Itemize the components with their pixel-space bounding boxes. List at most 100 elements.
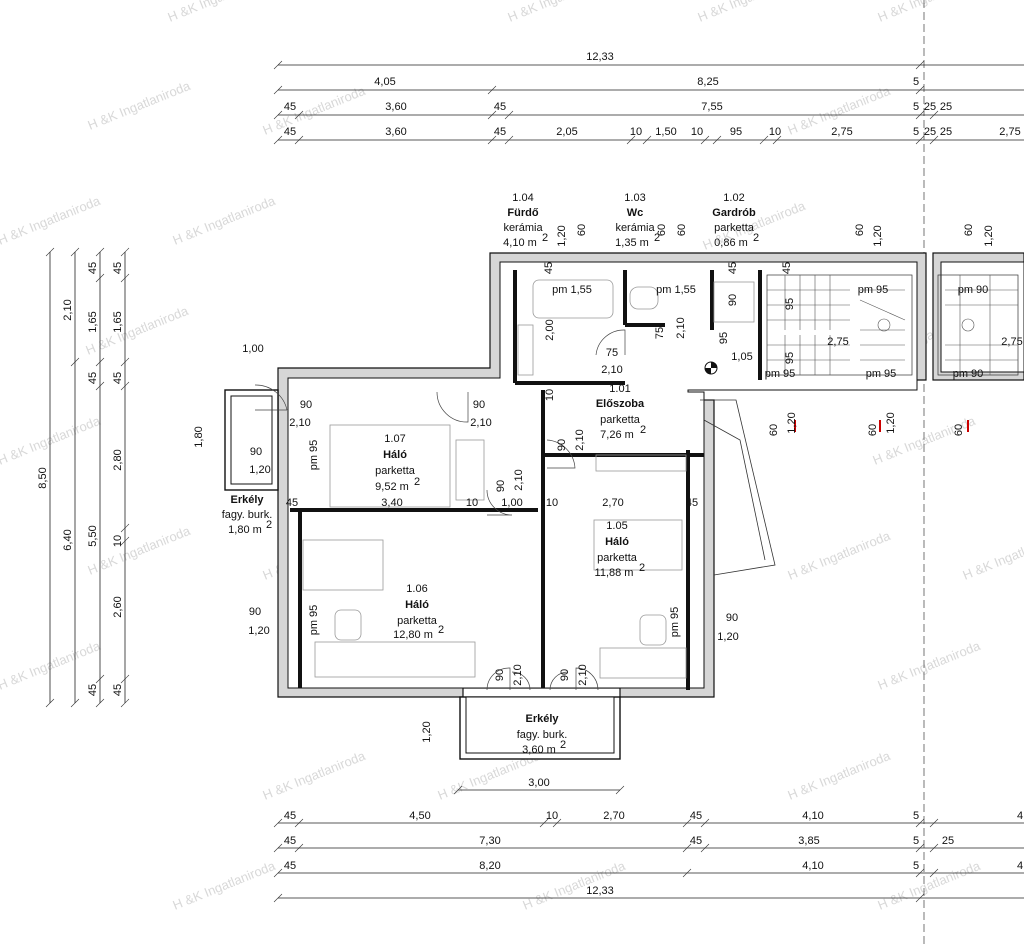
dim-label: 10 — [691, 126, 703, 138]
dim-label: 8,50 — [37, 467, 49, 488]
room-floor: parketta — [597, 552, 638, 564]
room-floor: kerámia — [615, 222, 655, 234]
dim-label: 45 — [494, 101, 506, 113]
room-floor: parketta — [600, 414, 641, 426]
dim-label: 3,60 — [385, 126, 406, 138]
dim-label: 8,25 — [697, 76, 718, 88]
dim-label: 2,75 — [831, 126, 852, 138]
dim-label: 1,05 — [731, 351, 752, 363]
area-sup: 2 — [753, 232, 759, 244]
dim-label: 45 — [727, 262, 739, 274]
stairs — [767, 275, 1018, 375]
dim-label: 75 — [606, 347, 618, 359]
room-name: Háló — [405, 599, 429, 611]
room-name: Erkély — [230, 494, 264, 506]
dim-label: 1,65 — [112, 311, 124, 332]
dim-label: 45 — [284, 126, 296, 138]
dim-label: 2,75 — [1001, 336, 1022, 348]
dim-label: 25 — [924, 126, 936, 138]
dim-label: pm 90 — [953, 368, 984, 380]
dim-label: 10 — [546, 497, 558, 509]
room-name: Gardrób — [712, 207, 756, 219]
window-marks — [794, 420, 969, 432]
dim-label: 3,60 — [385, 101, 406, 113]
dim-label: 45 — [284, 835, 296, 847]
dim-label: 45 — [284, 101, 296, 113]
dim-label: 1,20 — [421, 721, 433, 742]
dim-label: 60 — [867, 424, 879, 436]
area-sup: 2 — [640, 424, 646, 436]
watermark: H &K Ingatlaniroda — [261, 748, 369, 803]
room-area: 1,80 m — [228, 524, 262, 536]
dim-label: 2,10 — [512, 664, 524, 685]
dim-label: 45 — [112, 262, 124, 274]
dim-label: 90 — [726, 612, 738, 624]
room-floor: parketta — [397, 615, 438, 627]
symbol-icon — [704, 361, 718, 375]
room-number: 1.07 — [384, 433, 405, 445]
dim-label: 90 — [249, 606, 261, 618]
area-sup: 2 — [266, 519, 272, 531]
dim-label: 2,00 — [544, 319, 556, 340]
doors — [254, 329, 626, 691]
room-area: 12,80 m — [393, 629, 433, 641]
dim-label: 2,75 — [999, 126, 1020, 138]
room-name: Fürdő — [507, 207, 538, 219]
dim-label: 4,10 — [802, 860, 823, 872]
dim-label: 2,10 — [577, 664, 589, 685]
dim-label: 5 — [913, 810, 919, 822]
dim-label: 2,10 — [513, 469, 525, 490]
bottom-dimensions: 3,00 45 4,50 10 2,70 45 4,10 5 4 45 7,30… — [273, 777, 1024, 903]
dim-label: 2,60 — [112, 596, 124, 617]
room-name: Erkély — [525, 713, 559, 725]
top-dimensions: 12,33 4,05 8,25 5 45 3,60 45 7,55 5 25 2… — [273, 51, 1024, 145]
dim-label: 10 — [466, 497, 478, 509]
room-area: 11,88 m — [595, 567, 634, 579]
dim-label: 1,20 — [885, 412, 897, 433]
dim-label: 5 — [913, 126, 919, 138]
dim-label: 6,40 — [62, 529, 74, 550]
dim-label: 2,75 — [827, 336, 848, 348]
dim-label: 45 — [781, 262, 793, 274]
dim-label: 45 — [87, 684, 99, 696]
room-number: 1.06 — [406, 583, 427, 595]
dim-label: 1,00 — [242, 343, 263, 355]
dim-label: 1,20 — [786, 412, 798, 433]
dim-label: 12,33 — [586, 885, 614, 897]
dim-label: 2,10 — [470, 417, 491, 429]
room-area: 4,10 m — [503, 237, 537, 249]
dim-label: 5,50 — [87, 525, 99, 546]
watermark: H &K Ingatlaniroda — [171, 858, 279, 913]
watermark: H &K Ingatlaniroda — [961, 528, 1024, 583]
dim-label: 4,50 — [409, 810, 430, 822]
dim-label: 1,50 — [655, 126, 676, 138]
dim-label: 1,20 — [248, 625, 269, 637]
dim-label: 95 — [730, 126, 742, 138]
dim-label: 60 — [576, 224, 588, 236]
dim-label: pm 95 — [308, 440, 320, 471]
watermark: H &K Ingatlaniroda — [166, 0, 274, 25]
dim-label: pm 95 — [669, 607, 681, 638]
room-name: Előszoba — [596, 398, 645, 410]
area-sup: 2 — [542, 232, 548, 244]
dim-label: pm 95 — [765, 368, 796, 380]
dim-label: 7,55 — [701, 101, 722, 113]
room-floor: fagy. burk. — [517, 729, 568, 741]
dim-label: 3,40 — [381, 497, 402, 509]
dim-label: 2,70 — [602, 497, 623, 509]
interior-labels: pm 1,55 pm 1,55 pm 95 pm 90 2,75 2,75 pm… — [193, 224, 1023, 743]
room-floor: fagy. burk. — [222, 509, 273, 521]
dim-label: 45 — [286, 497, 298, 509]
dim-label: 25 — [940, 101, 952, 113]
room-area: 0,86 m — [714, 237, 748, 249]
dim-label: 5 — [913, 835, 919, 847]
dim-label: 2,10 — [289, 417, 310, 429]
dim-label: 2,70 — [603, 810, 624, 822]
dim-label: 45 — [284, 860, 296, 872]
dim-label: 45 — [87, 262, 99, 274]
dim-label: 90 — [300, 399, 312, 411]
dim-label: 45 — [284, 810, 296, 822]
dim-label: 90 — [494, 669, 506, 681]
dim-label: 60 — [963, 224, 975, 236]
